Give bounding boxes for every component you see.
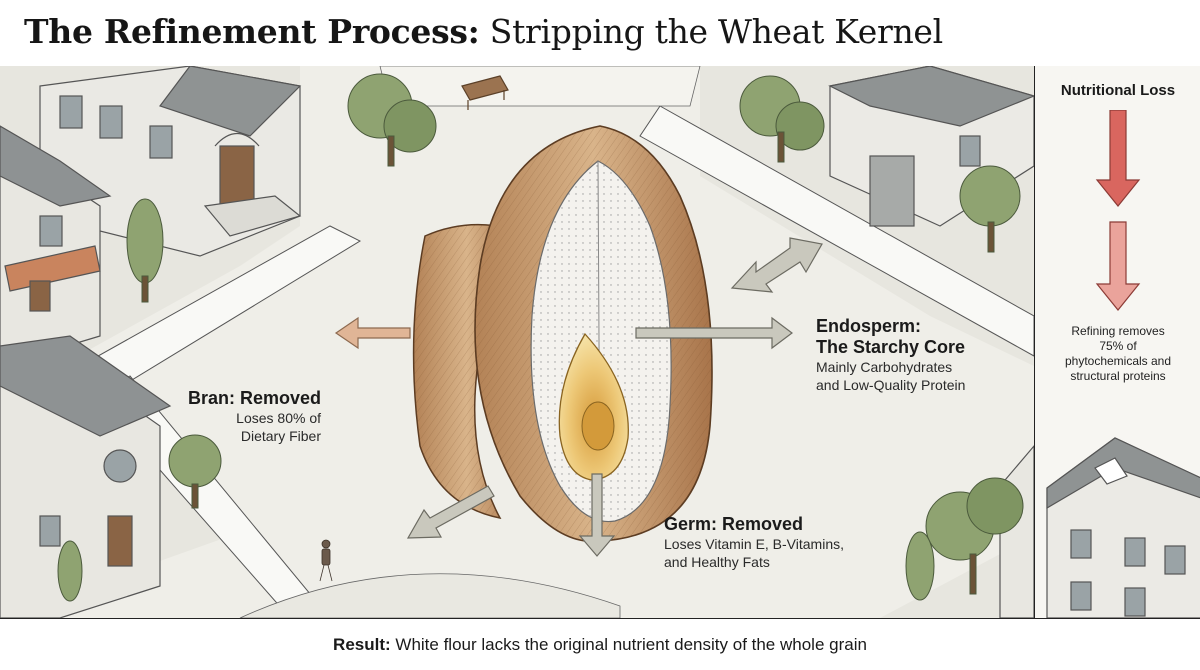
- side-house-illustration: [1046, 437, 1200, 618]
- side-note-line-2: 75% of: [1099, 339, 1137, 353]
- tree-icon: [739, 75, 825, 163]
- title-bar: The Refinement Process: Stripping the Wh…: [0, 0, 1200, 67]
- side-note: Refining removes 75% of phytochemicals a…: [1047, 324, 1189, 384]
- wheat-kernel: [412, 125, 713, 543]
- house-icon: [0, 125, 112, 367]
- loss-arrows: [1095, 110, 1141, 311]
- tree-icon: [905, 531, 935, 601]
- house-icon: [39, 66, 302, 257]
- footer-text: Result: White flour lacks the original n…: [0, 635, 1200, 655]
- germ-detail-1: Loses Vitamin E, B-Vitamins,: [664, 536, 845, 552]
- title-sub: Stripping the Wheat Kernel: [489, 12, 943, 51]
- germ-heading: Germ: Removed: [664, 514, 804, 534]
- bran-heading: Bran: Removed: [187, 388, 321, 408]
- scene-illustration: [0, 66, 1034, 618]
- endosperm-detail-1: Mainly Carbohydrates: [816, 359, 953, 375]
- tree-icon: [347, 73, 437, 167]
- title-main: The Refinement Process:: [24, 12, 480, 51]
- tree-icon: [959, 165, 1021, 253]
- diagonal-arrow-double: [730, 237, 823, 293]
- house-icon: [1046, 437, 1200, 618]
- footer-label: Result:: [333, 635, 391, 654]
- endosperm-label: Endosperm: The Starchy Core Mainly Carbo…: [816, 316, 965, 394]
- endosperm-heading-1: Endosperm:: [816, 316, 922, 336]
- bran-arrow: [334, 316, 411, 350]
- germ-label: Germ: Removed Loses Vitamin E, B-Vitamin…: [664, 514, 844, 571]
- bran-detail-1: Loses 80% of: [236, 410, 321, 426]
- page-title: The Refinement Process: Stripping the Wh…: [24, 12, 943, 51]
- tree-icon: [126, 198, 164, 303]
- diagonal-arrow-down: [406, 485, 495, 539]
- germ-detail-2: and Healthy Fats: [664, 554, 770, 570]
- down-arrow-icon: [1095, 110, 1141, 207]
- endosperm-heading-2: The Starchy Core: [816, 337, 966, 357]
- house-icon: [0, 335, 172, 618]
- bran-label: Bran: Removed Loses 80% of Dietary Fiber: [166, 388, 321, 445]
- germ-arrow: [578, 473, 616, 557]
- down-arrow-icon: [1095, 221, 1141, 311]
- tree-icon: [925, 477, 1024, 595]
- endosperm-arrow: [635, 316, 793, 350]
- pedestrian-icon: [319, 539, 333, 582]
- bran-detail-2: Dietary Fiber: [240, 428, 321, 444]
- footer-message: White flour lacks the original nutrient …: [395, 635, 867, 654]
- bench-icon: [461, 75, 509, 110]
- side-title: Nutritional Loss: [1060, 82, 1176, 99]
- tree-icon: [57, 540, 83, 602]
- endosperm-detail-2: and Low-Quality Protein: [816, 377, 966, 393]
- nutritional-loss-panel: Nutritional Loss Refining removes 75% of…: [1034, 66, 1200, 618]
- side-note-line-1: Refining removes: [1071, 324, 1165, 338]
- street-scene: Bran: Removed Loses 80% of Dietary Fiber…: [0, 66, 1034, 618]
- tree-icon: [168, 434, 222, 509]
- result-footer: Result: White flour lacks the original n…: [0, 618, 1200, 670]
- side-note-line-3: phytochemicals and: [1064, 354, 1172, 368]
- side-note-line-4: structural proteins: [1070, 369, 1166, 383]
